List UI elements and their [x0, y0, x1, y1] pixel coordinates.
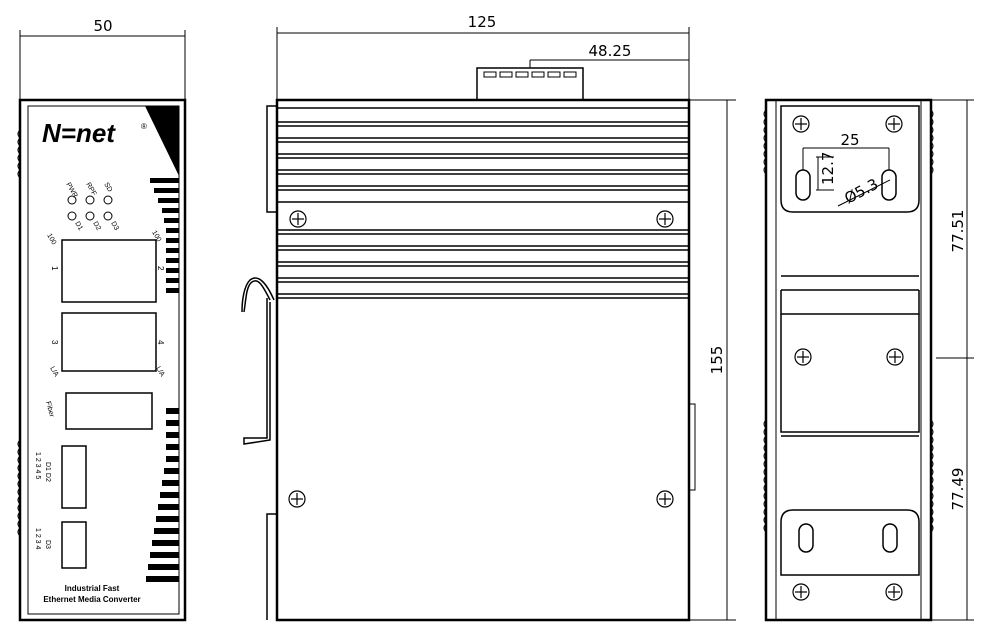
- port4-link-label: L/A: [154, 366, 165, 379]
- front-view: 50 N=net ®: [17, 17, 187, 622]
- led-label-pwr: PWR: [64, 182, 78, 200]
- side-view: 125 48.25: [241, 13, 736, 622]
- led-label-d3: D3: [109, 221, 120, 232]
- dim-hole-diameter-leader: [837, 179, 891, 207]
- port2-speed-label: 100: [150, 230, 162, 244]
- side-housing: [275, 98, 691, 622]
- heatsink-fins: [277, 107, 689, 299]
- rear-grips: [763, 109, 934, 533]
- led-label-d2: D2: [91, 221, 102, 232]
- dim-lower-height-label: 77.49: [949, 468, 967, 511]
- side-screws-lower: [288, 490, 674, 508]
- dip-switch-1: [61, 445, 87, 509]
- fiber-port: [65, 392, 153, 430]
- rear-screws: [792, 115, 904, 601]
- din-rail-clip: [241, 105, 277, 620]
- dim-hole-spacing-label: 25: [840, 131, 859, 149]
- fiber-label: Fiber: [44, 401, 55, 419]
- dim-terminal-offset-label: 48.25: [589, 42, 632, 60]
- rear-housing: [764, 98, 933, 622]
- product-name-line2: Ethernet Media Converter: [43, 595, 140, 604]
- dip1-groups: D1 D2: [44, 462, 51, 482]
- upper-slot-right: [881, 169, 897, 201]
- dim-upper-height-label: 77.51: [949, 210, 967, 253]
- front-left-grip: [17, 129, 21, 537]
- port-block-1-2: [61, 239, 157, 303]
- port1-number: 1: [50, 266, 59, 271]
- dip1-positions: 1 2 3 4 5: [34, 452, 41, 479]
- upper-mounting-plate: [780, 105, 920, 213]
- lower-slot-left: [798, 523, 814, 553]
- dim-side-width: [276, 27, 690, 100]
- dim-side-height-label: 155: [708, 346, 726, 375]
- led-group: [67, 195, 113, 221]
- front-cooling-fins: [145, 106, 179, 582]
- led-label-sd: SD: [102, 182, 113, 194]
- dim-side-width-label: 125: [468, 13, 497, 31]
- port3-link-label: L/A: [48, 366, 59, 379]
- brand-logo: N=net: [42, 118, 116, 148]
- dim-front-width: [19, 30, 186, 100]
- port-block-3-4: [61, 312, 157, 372]
- din-rail-channel: [780, 275, 920, 437]
- port2-number: 2: [156, 266, 165, 271]
- terminal-block: [476, 67, 584, 101]
- dim-slot-height: [816, 156, 834, 191]
- front-bezel: [27, 105, 180, 615]
- dip-switch-2: [61, 521, 87, 569]
- terminal-block-pins: [483, 71, 577, 78]
- brand-registered-mark: ®: [141, 122, 147, 131]
- port4-number: 4: [156, 340, 165, 345]
- port3-number: 3: [50, 340, 59, 345]
- dip2-positions: 1 2 3 4: [34, 528, 41, 550]
- rear-view: 25 12.7 Ø5.3: [763, 98, 974, 622]
- side-right-tab: [688, 403, 696, 491]
- lower-mounting-plate: [780, 509, 920, 576]
- dim-side-height: [689, 99, 736, 621]
- upper-slot-left: [795, 169, 811, 201]
- dip2-group: D3: [44, 540, 51, 549]
- side-screws-upper: [289, 210, 674, 228]
- product-name-line1: Industrial Fast: [65, 584, 120, 593]
- port1-speed-label: 100: [45, 233, 57, 247]
- dim-terminal-offset: [529, 59, 689, 68]
- dim-hole-spacing: [802, 147, 890, 170]
- dim-front-width-label: 50: [93, 17, 112, 35]
- lower-slot-right: [882, 523, 898, 553]
- dim-slot-height-label: 12.7: [819, 152, 837, 185]
- dim-rear-heights: [931, 99, 974, 621]
- dim-hole-diameter-label: Ø5.3: [841, 175, 881, 208]
- led-label-d1: D1: [73, 221, 84, 232]
- led-label-rpf: RPF: [84, 182, 97, 198]
- front-housing: [18, 98, 187, 622]
